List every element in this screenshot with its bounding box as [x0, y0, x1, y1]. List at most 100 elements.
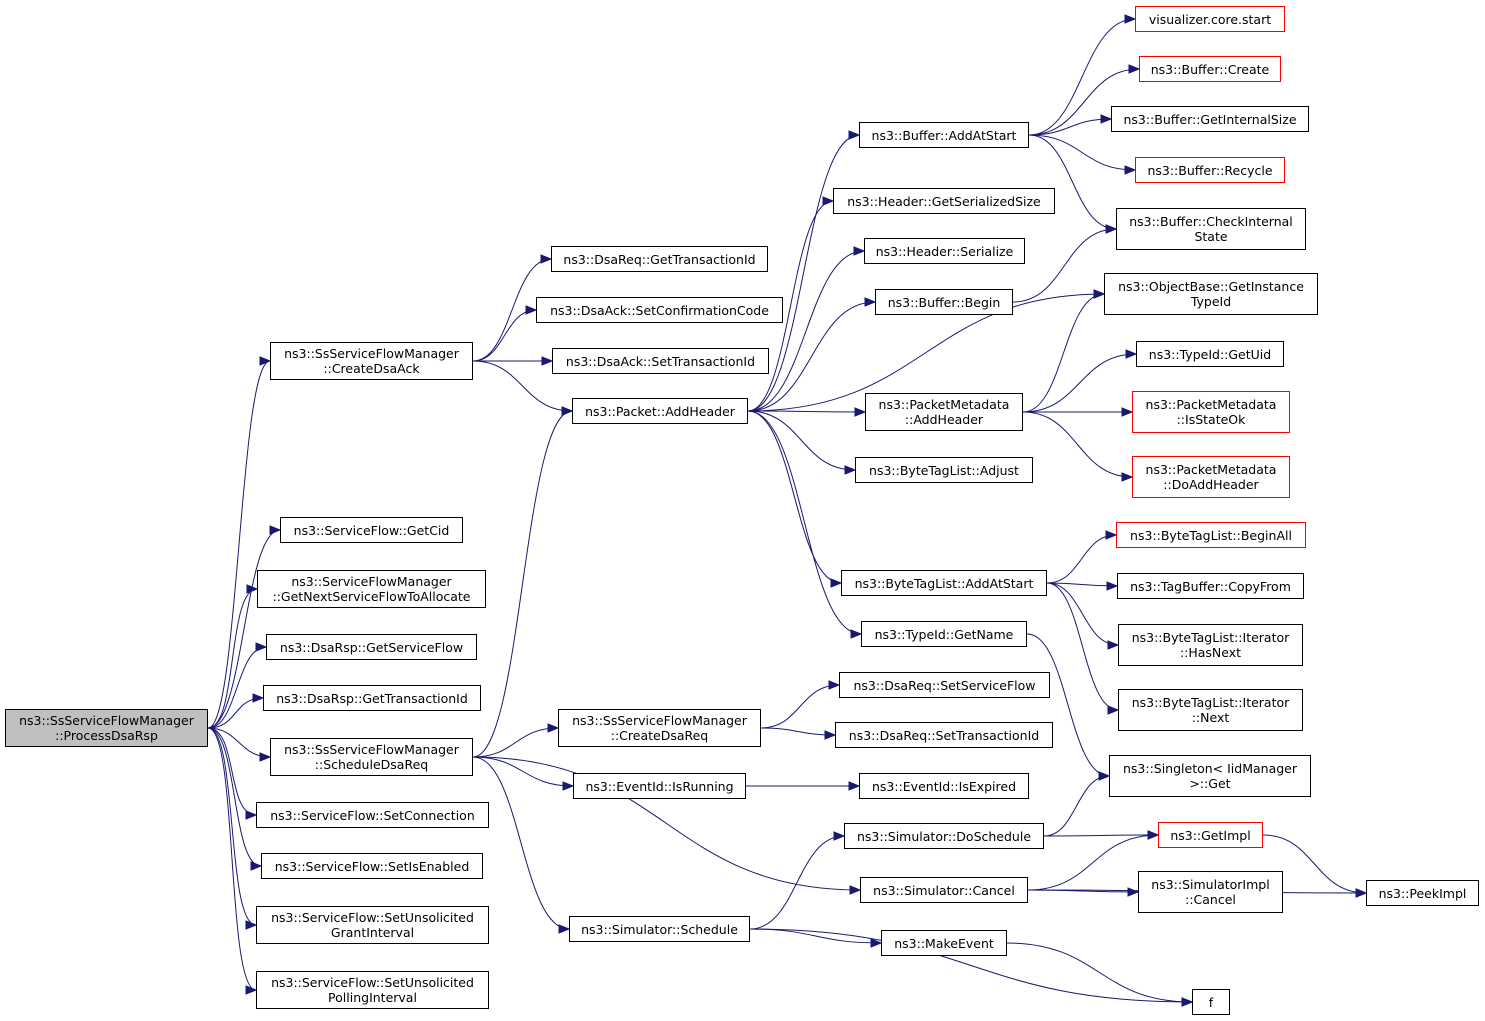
node-sf-set-connection[interactable]: ns3::ServiceFlow::SetConnection [256, 802, 489, 828]
node-label: ns3::Simulator::Schedule [581, 921, 738, 937]
node-buf-recycle[interactable]: ns3::Buffer::Recycle [1135, 157, 1285, 183]
edge-buf-add-at-start-to-buf-get-internal-size [1028, 118, 1112, 136]
node-create-dsa-req[interactable]: ns3::SsServiceFlowManager::CreateDsaReq [558, 709, 761, 747]
node-schedule-dsa-req[interactable]: ns3::SsServiceFlowManager::ScheduleDsaRe… [270, 738, 473, 776]
node-viz-start[interactable]: visualizer.core.start [1135, 6, 1285, 32]
arrowhead [558, 924, 571, 934]
node-sf-set-is-enabled[interactable]: ns3::ServiceFlow::SetIsEnabled [261, 853, 483, 879]
node-tag-buf-copy-from[interactable]: ns3::TagBuffer::CopyFrom [1117, 573, 1304, 599]
node-label: ns3::PacketMetadata [878, 397, 1010, 412]
node-label: ns3::Buffer::Begin [887, 294, 1001, 310]
node-type-id-get-uid[interactable]: ns3::TypeId::GetUid [1136, 341, 1284, 367]
node-label: ::CreateDsaReq [610, 728, 709, 743]
node-dsa-req-get-tid[interactable]: ns3::DsaReq::GetTransactionId [551, 246, 768, 272]
edge-packet-add-header-to-btl-add-at-start [747, 410, 842, 584]
edge-btl-add-at-start-to-btl-begin-all [1046, 534, 1117, 584]
node-label: >::Get [1189, 776, 1231, 791]
node-label: ns3::ServiceFlow::GetCid [293, 522, 450, 538]
node-btl-add-at-start[interactable]: ns3::ByteTagList::AddAtStart [841, 570, 1047, 596]
node-label: ::CreateDsaAck [323, 361, 420, 376]
node-label: ns3::TypeId::GetName [874, 626, 1014, 642]
node-type-id-get-name[interactable]: ns3::TypeId::GetName [861, 621, 1027, 647]
node-dsa-rsp-get-sf[interactable]: ns3::DsaRsp::GetServiceFlow [266, 634, 477, 660]
node-buf-create[interactable]: ns3::Buffer::Create [1139, 56, 1281, 82]
node-create-dsa-ack[interactable]: ns3::SsServiceFlowManager::CreateDsaAck [270, 342, 473, 380]
node-label: ns3::DsaAck::SetTransactionId [565, 353, 756, 369]
edge-pm-add-header-to-obj-get-instance [1022, 293, 1105, 413]
edge-sim-do-schedule-to-get-impl [1043, 834, 1159, 837]
node-singleton-get[interactable]: ns3::Singleton< IidManager>::Get [1109, 755, 1311, 797]
edge-make-event-to-f [1006, 942, 1193, 1003]
node-btl-iter-next[interactable]: ns3::ByteTagList::Iterator::Next [1118, 689, 1303, 731]
node-dsa-rsp-get-tid[interactable]: ns3::DsaRsp::GetTransactionId [263, 685, 481, 711]
node-label: ns3::Header::Serialize [875, 243, 1014, 259]
node-sim-impl-cancel[interactable]: ns3::SimulatorImpl::Cancel [1138, 871, 1283, 913]
node-btl-begin-all[interactable]: ns3::ByteTagList::BeginAll [1116, 522, 1306, 548]
node-buf-get-internal-size[interactable]: ns3::Buffer::GetInternalSize [1111, 106, 1309, 132]
node-label: ns3::EventId::IsRunning [585, 778, 734, 794]
node-f[interactable]: f [1192, 989, 1230, 1015]
node-get-impl[interactable]: ns3::GetImpl [1158, 822, 1263, 848]
arrowhead [853, 246, 866, 256]
arrowhead [850, 629, 863, 639]
node-label: ns3::Buffer::Create [1150, 61, 1270, 77]
node-label: ns3::DsaReq::SetServiceFlow [853, 677, 1036, 693]
node-dsa-req-set-sf[interactable]: ns3::DsaReq::SetServiceFlow [839, 672, 1050, 698]
node-sim-do-schedule[interactable]: ns3::Simulator::DoSchedule [844, 823, 1044, 849]
arrowhead [269, 525, 282, 535]
arrowhead [1147, 830, 1160, 840]
arrowhead [245, 985, 258, 995]
node-label: ns3::PacketMetadata [1145, 462, 1277, 477]
arrowhead [848, 781, 861, 791]
node-event-is-expired[interactable]: ns3::EventId::IsExpired [859, 773, 1029, 799]
node-label: ::IsStateOk [1176, 412, 1246, 427]
arrowhead [1093, 289, 1106, 299]
node-peek-impl[interactable]: ns3::PeekImpl [1366, 880, 1479, 906]
edge-packet-add-header-to-type-id-get-name [747, 410, 862, 635]
node-label: ns3::SsServiceFlowManager [19, 713, 194, 728]
node-buf-begin[interactable]: ns3::Buffer::Begin [875, 289, 1013, 315]
node-make-event[interactable]: ns3::MakeEvent [881, 930, 1007, 956]
node-btl-adjust[interactable]: ns3::ByteTagList::Adjust [855, 457, 1033, 483]
edge-buf-begin-to-buf-check-internal [1012, 228, 1117, 303]
arrowhead [822, 196, 835, 206]
node-label: ns3::ByteTagList::AddAtStart [854, 575, 1034, 591]
node-btl-iter-has-next[interactable]: ns3::ByteTagList::Iterator::HasNext [1118, 624, 1303, 666]
edge-sim-schedule-to-sim-do-schedule [749, 835, 845, 930]
edge-root-to-create-dsa-ack [207, 360, 271, 729]
node-label: ns3::SsServiceFlowManager [284, 346, 459, 361]
node-hdr-serialize[interactable]: ns3::Header::Serialize [864, 238, 1025, 264]
node-label: ns3::TagBuffer::CopyFrom [1130, 578, 1291, 594]
arrowhead [824, 730, 837, 740]
node-pm-is-state-ok[interactable]: ns3::PacketMetadata::IsStateOk [1132, 391, 1290, 433]
edge-packet-add-header-to-pm-add-header [747, 410, 866, 413]
node-dsa-req-set-tid[interactable]: ns3::DsaReq::SetTransactionId [835, 722, 1053, 748]
node-pm-do-add-header[interactable]: ns3::PacketMetadata::DoAddHeader [1132, 456, 1290, 498]
arrowhead [255, 642, 268, 652]
arrowhead [259, 752, 272, 762]
edge-buf-add-at-start-to-buf-recycle [1028, 134, 1136, 171]
arrowhead [1181, 997, 1194, 1007]
node-hdr-get-size[interactable]: ns3::Header::GetSerializedSize [833, 188, 1055, 214]
edge-schedule-dsa-req-to-create-dsa-req [472, 727, 559, 758]
node-buf-add-at-start[interactable]: ns3::Buffer::AddAtStart [859, 122, 1029, 148]
node-dsa-ack-set-tid[interactable]: ns3::DsaAck::SetTransactionId [552, 348, 769, 374]
node-pm-add-header[interactable]: ns3::PacketMetadata::AddHeader [865, 393, 1023, 431]
arrowhead [1127, 887, 1140, 897]
node-sim-schedule[interactable]: ns3::Simulator::Schedule [569, 916, 750, 942]
node-packet-add-header[interactable]: ns3::Packet::AddHeader [572, 398, 748, 424]
node-label: ns3::ServiceFlow::SetUnsolicited [271, 910, 474, 925]
node-sim-cancel[interactable]: ns3::Simulator::Cancel [860, 877, 1028, 903]
arrowhead [1107, 640, 1120, 650]
node-sf-get-cid[interactable]: ns3::ServiceFlow::GetCid [280, 517, 463, 543]
node-label: ns3::PacketMetadata [1145, 397, 1277, 412]
node-event-is-running[interactable]: ns3::EventId::IsRunning [573, 773, 746, 799]
node-dsa-ack-set-conf[interactable]: ns3::DsaAck::SetConfirmationCode [536, 297, 783, 323]
arrowhead [1125, 349, 1138, 359]
node-label: ns3::ObjectBase::GetInstance [1118, 279, 1304, 294]
node-sfm-get-next[interactable]: ns3::ServiceFlowManager::GetNextServiceF… [257, 570, 486, 608]
